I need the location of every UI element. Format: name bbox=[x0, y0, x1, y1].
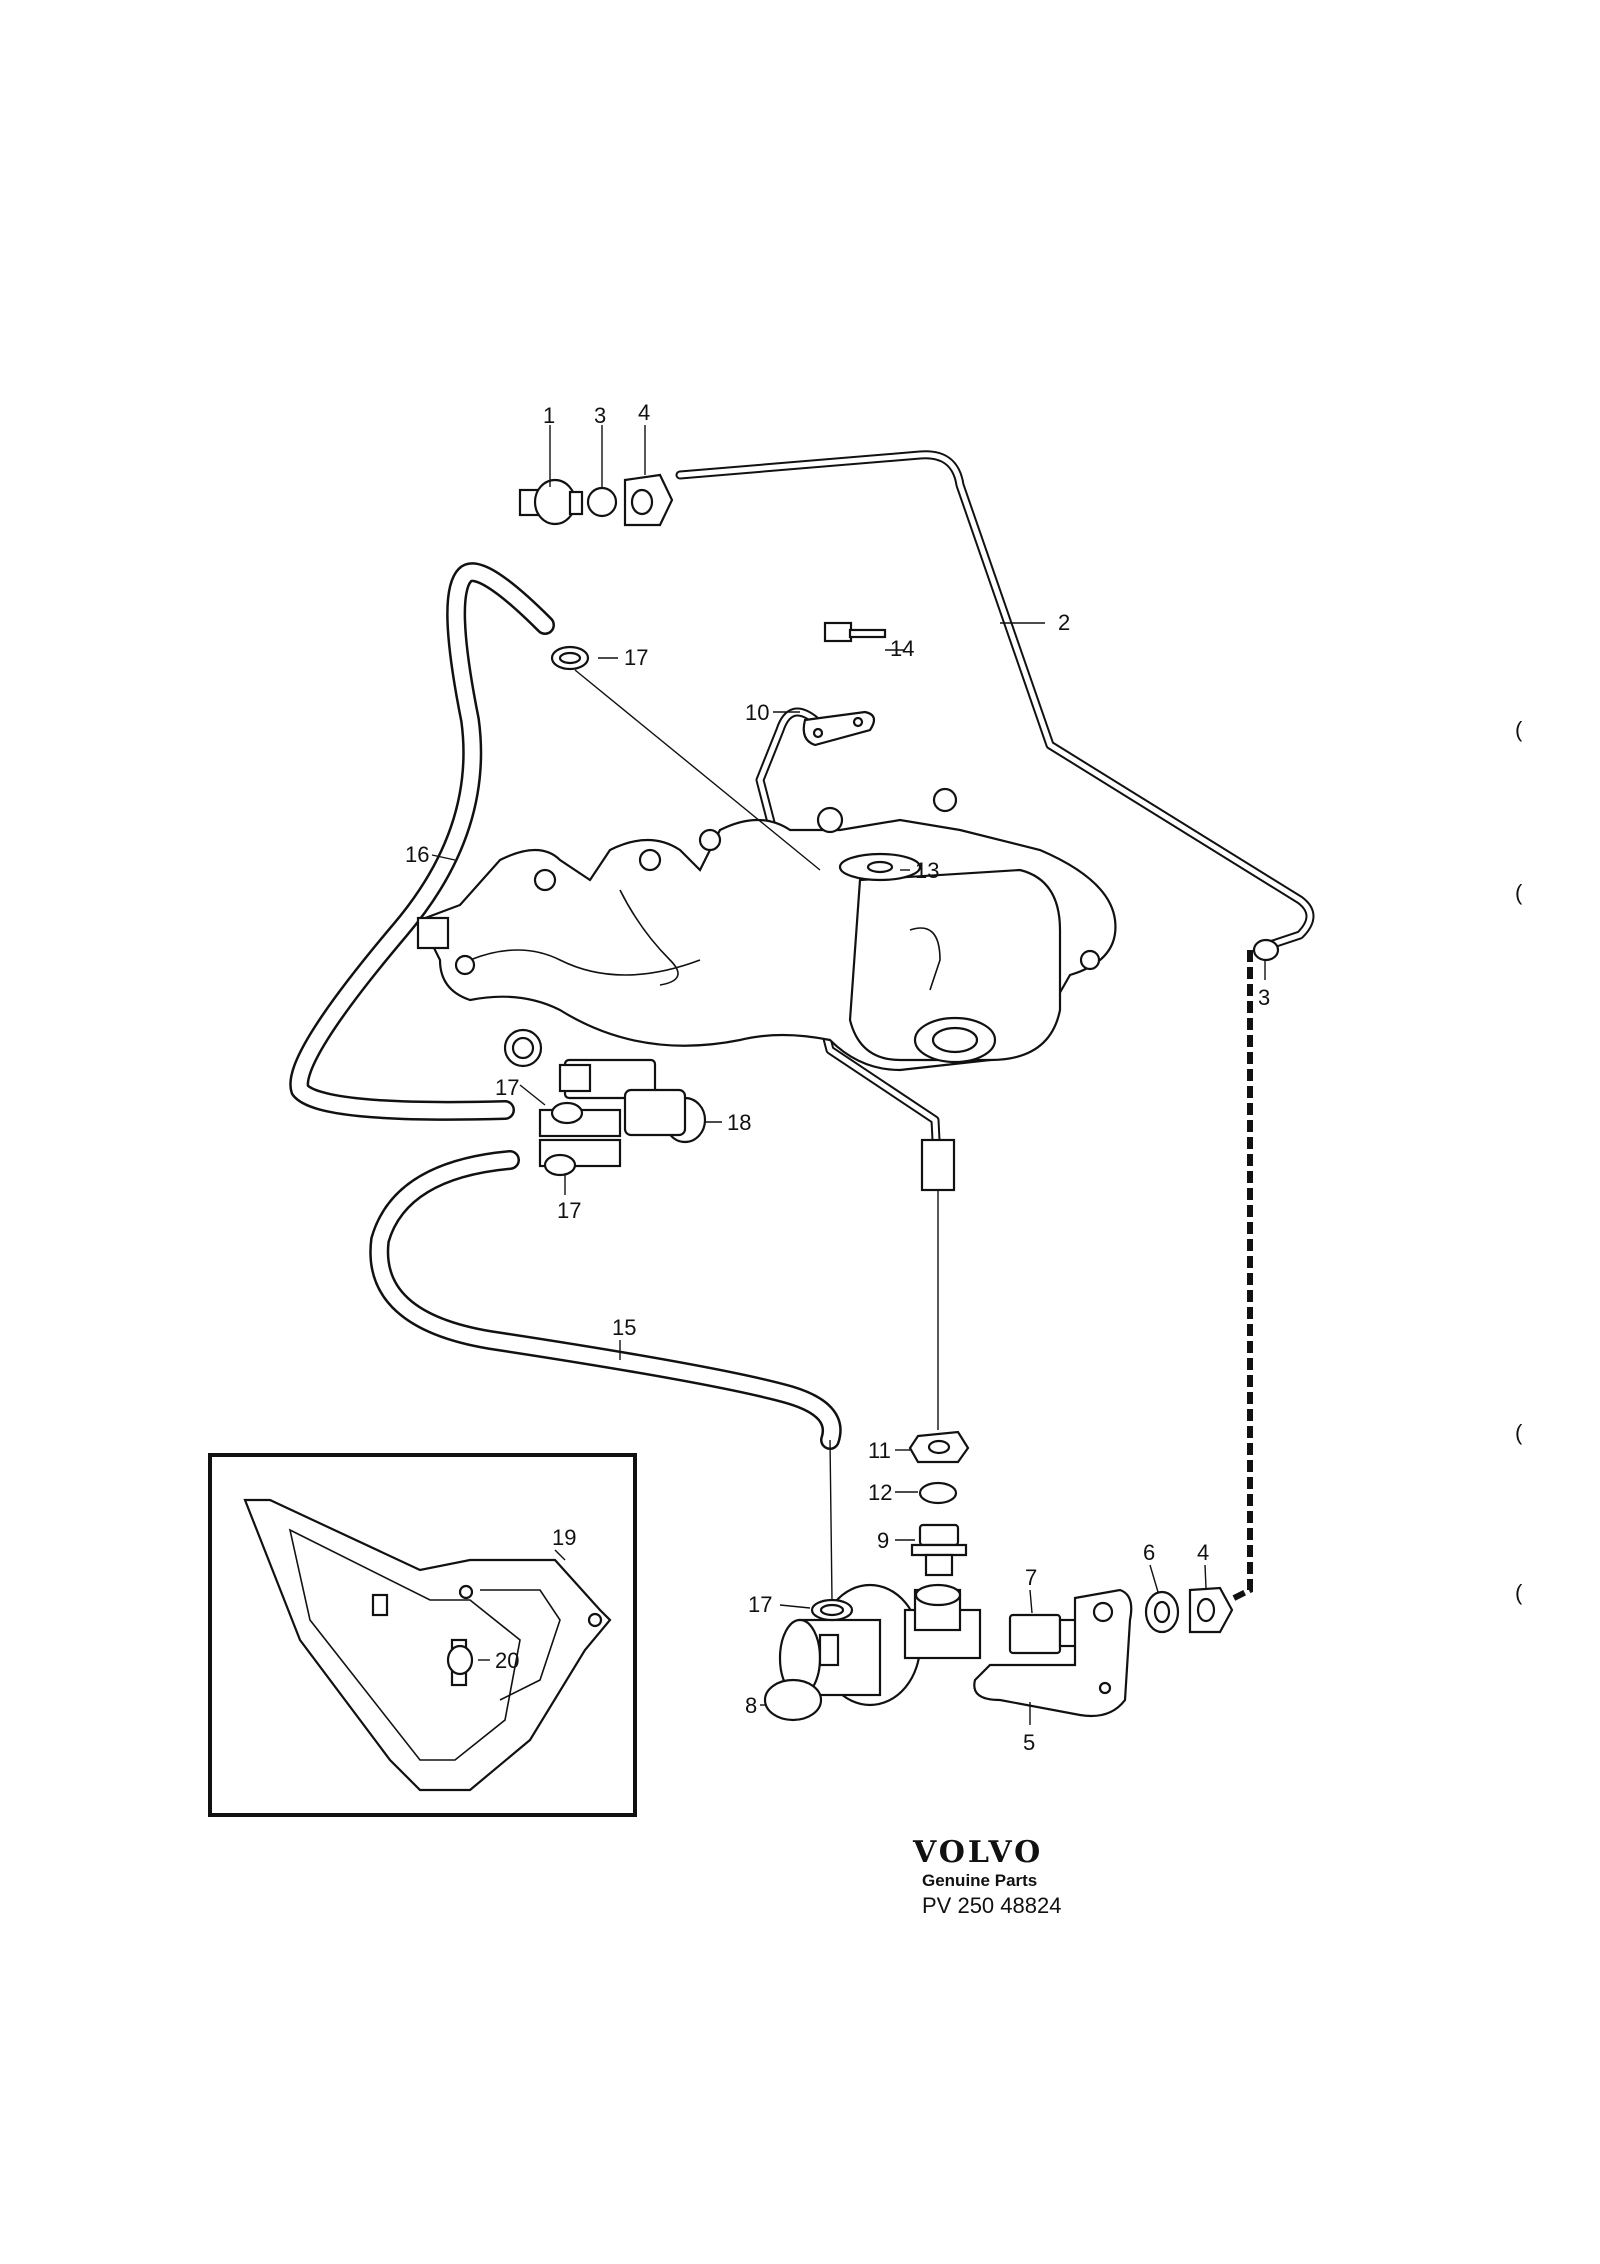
label-3-right: 3 bbox=[1258, 985, 1270, 1010]
label-7: 7 bbox=[1025, 1565, 1037, 1590]
margin-mark: ( bbox=[1515, 1580, 1523, 1605]
olive-3 bbox=[586, 486, 618, 518]
label-12: 12 bbox=[868, 1480, 892, 1505]
brand-tagline: Genuine Parts bbox=[922, 1871, 1037, 1890]
pipe-2-dashed bbox=[1228, 950, 1253, 1603]
bracket-19 bbox=[243, 1498, 612, 1792]
hose-15 bbox=[369, 1150, 842, 1450]
label-5: 5 bbox=[1023, 1730, 1035, 1755]
label-17-mid-below: 17 bbox=[557, 1198, 581, 1223]
label-18: 18 bbox=[727, 1110, 751, 1135]
label-20: 20 bbox=[495, 1648, 519, 1673]
nut-4-top bbox=[623, 473, 674, 527]
valve-18 bbox=[503, 1028, 707, 1177]
gasket-13 bbox=[838, 852, 922, 882]
flange-10 bbox=[802, 710, 876, 747]
bracket-5 bbox=[973, 1588, 1133, 1718]
part-code: PV 250 48824 bbox=[922, 1893, 1061, 1918]
label-8: 8 bbox=[745, 1693, 757, 1718]
turbocharger bbox=[848, 868, 1062, 1064]
label-17-mid-left: 17 bbox=[495, 1075, 519, 1100]
label-17-top: 17 bbox=[624, 645, 648, 670]
margin-mark: ( bbox=[1515, 717, 1523, 742]
pressure-regulator-8 bbox=[763, 1583, 982, 1722]
label-3-top: 3 bbox=[594, 403, 606, 428]
label-17-bottom: 17 bbox=[748, 1592, 772, 1617]
bolt-20 bbox=[446, 1638, 474, 1687]
margin-mark: ( bbox=[1515, 880, 1523, 905]
label-10: 10 bbox=[745, 700, 769, 725]
clip-17-top bbox=[550, 645, 590, 671]
label-11: 11 bbox=[868, 1438, 891, 1463]
clip-17-bottom bbox=[810, 1598, 854, 1622]
brand-logo: VOLVO bbox=[912, 1835, 1043, 1870]
nut-4-bottom bbox=[1188, 1586, 1234, 1634]
label-15: 15 bbox=[612, 1315, 636, 1340]
part-labels: 1 3 4 2 17 14 10 13 16 3 17 18 17 15 11 … bbox=[405, 400, 1270, 1755]
label-13: 13 bbox=[915, 858, 939, 883]
washer-12 bbox=[918, 1481, 958, 1505]
olive-3-right bbox=[1252, 938, 1280, 962]
union-9 bbox=[910, 1523, 968, 1577]
washer-6 bbox=[1144, 1590, 1180, 1634]
bolt-14 bbox=[823, 621, 887, 643]
label-16: 16 bbox=[405, 842, 429, 867]
label-4-top: 4 bbox=[638, 400, 650, 425]
label-6: 6 bbox=[1143, 1540, 1155, 1565]
margin-mark: ( bbox=[1515, 1420, 1523, 1445]
label-14: 14 bbox=[890, 636, 914, 661]
label-2: 2 bbox=[1058, 610, 1070, 635]
margin-marks: ( ( ( ( bbox=[1515, 717, 1523, 1605]
label-19: 19 bbox=[552, 1525, 576, 1550]
pipe-2 bbox=[675, 450, 1315, 950]
hose-16 bbox=[289, 562, 555, 1121]
label-4-bottom: 4 bbox=[1197, 1540, 1209, 1565]
label-9: 9 bbox=[877, 1528, 889, 1553]
nipple-7 bbox=[1008, 1613, 1084, 1655]
nut-11 bbox=[908, 1430, 970, 1464]
leader-lines bbox=[431, 425, 1266, 1725]
union-1 bbox=[518, 478, 584, 526]
inset-box bbox=[208, 1453, 637, 1817]
label-1: 1 bbox=[543, 403, 555, 428]
brand-block: VOLVO Genuine Parts PV 250 48824 bbox=[912, 1835, 1061, 1918]
